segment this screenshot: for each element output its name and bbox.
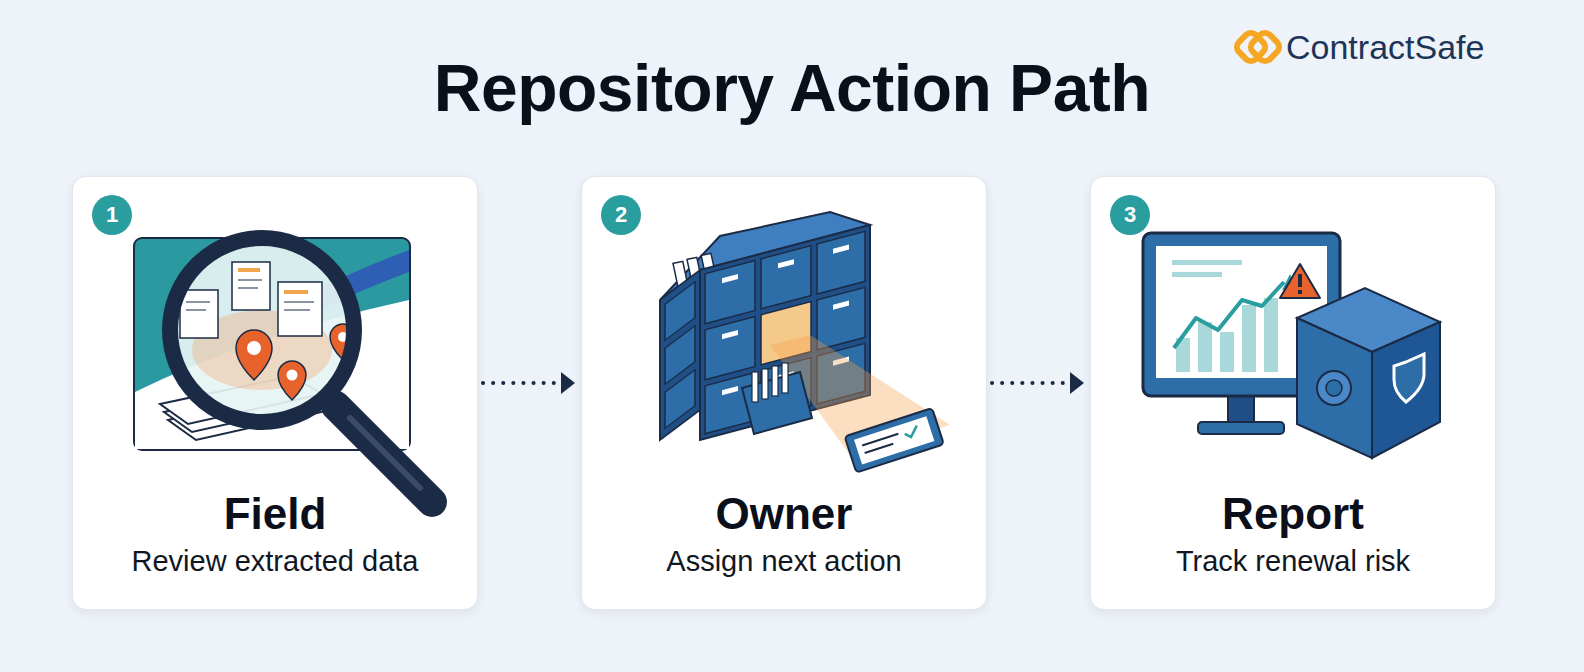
step-number-badge: 2 bbox=[601, 195, 641, 235]
illustration-shape bbox=[1234, 30, 1268, 64]
card-heading: Owner bbox=[582, 489, 986, 539]
card-description: Assign next action bbox=[582, 541, 986, 581]
arrow-head bbox=[1070, 372, 1084, 394]
step-number-badge: 1 bbox=[92, 195, 132, 235]
step-card: OwnerAssign next action 2 bbox=[581, 176, 987, 610]
flow-arrow bbox=[483, 372, 575, 394]
callout-number: 1 bbox=[92, 195, 132, 235]
card-description: Track renewal risk bbox=[1091, 541, 1495, 581]
illustration-shape bbox=[1248, 30, 1282, 64]
dotted-line bbox=[483, 381, 561, 385]
step-card: ReportTrack renewal risk 3 bbox=[1090, 176, 1496, 610]
arrow-head bbox=[561, 372, 575, 394]
step-number-badge: 3 bbox=[1110, 195, 1150, 235]
card-heading: Field bbox=[73, 489, 477, 539]
card-heading: Report bbox=[1091, 489, 1495, 539]
callout-number: 2 bbox=[601, 195, 641, 235]
logo-icon bbox=[1234, 30, 1282, 64]
step-card: FieldReview extracted data 1 bbox=[72, 176, 478, 610]
card-description: Review extracted data bbox=[73, 541, 477, 581]
logo-text: ContractSafe bbox=[1286, 26, 1484, 68]
flow-arrow bbox=[992, 372, 1084, 394]
dotted-line bbox=[992, 381, 1070, 385]
callout-number: 3 bbox=[1110, 195, 1150, 235]
